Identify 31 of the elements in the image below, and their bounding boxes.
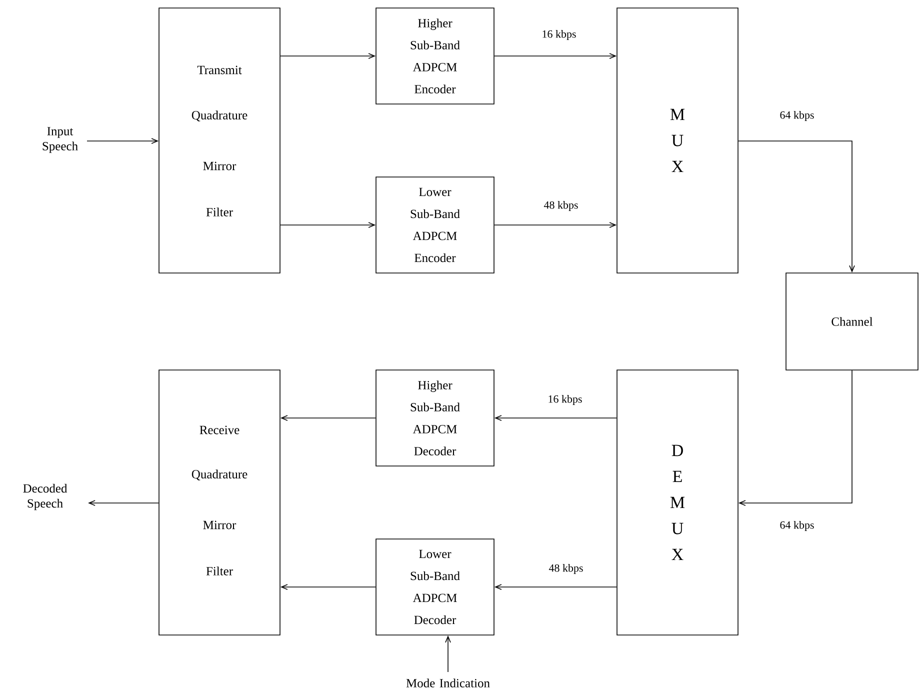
arrow — [494, 222, 617, 228]
filter-box: Receive Quadrature Mirror Filter — [158, 370, 280, 636]
arrow — [280, 415, 376, 421]
demultiplexer-box: D E M U X — [616, 370, 738, 636]
rate-label: 16 kbps — [540, 29, 578, 41]
arrow — [445, 635, 451, 672]
arrow — [494, 584, 617, 590]
arrow — [86, 138, 159, 144]
multiplexer-box: M U X — [616, 8, 738, 274]
arrow — [280, 222, 376, 228]
arrow — [738, 370, 852, 506]
arrow — [494, 53, 617, 59]
signal-label: Input Speech — [42, 127, 78, 153]
signal-label: Mode Indication — [406, 678, 490, 688]
decoder-box: Lower Sub-Band ADPCM Decoder — [376, 538, 494, 636]
channel-box: Channel — [786, 272, 918, 370]
arrow — [738, 140, 855, 273]
encoder-box: Higher Sub-Band ADPCM Encoder — [376, 8, 494, 104]
signal-label: Decoded Speech — [23, 484, 68, 510]
arrow — [88, 500, 159, 506]
rate-label: 16 kbps — [546, 394, 584, 406]
arrow — [280, 53, 376, 59]
rate-label: 48 kbps — [542, 200, 580, 212]
rate-label: 48 kbps — [548, 563, 584, 575]
rate-label: 64 kbps — [778, 520, 816, 532]
arrow — [280, 584, 376, 590]
decoder-box: Higher Sub-Band ADPCM Decoder — [376, 370, 494, 466]
arrow — [494, 415, 617, 421]
encoder-box: Lower Sub-Band ADPCM Encoder — [376, 176, 494, 274]
rate-label: 64 kbps — [778, 110, 816, 122]
filter-box: Transmit Quadrature Mirror Filter — [158, 8, 280, 274]
